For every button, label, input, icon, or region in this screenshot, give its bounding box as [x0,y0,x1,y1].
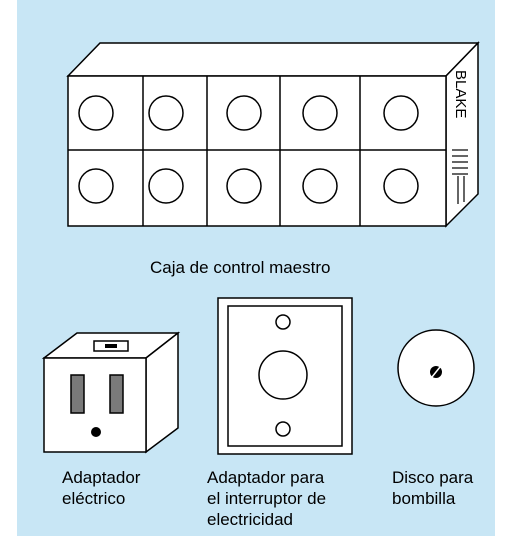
dial-circle [78,95,114,131]
outlet-adapter [41,331,181,454]
switch-adapter [217,297,353,455]
dial-circle [78,168,114,204]
screw-hole-top [275,314,291,330]
outlet-ground-hole [91,427,101,437]
control-box-front-face [67,75,447,227]
brand-label: BLAKE [452,70,469,118]
switch-adapter-caption: Adaptador para el interruptor de electri… [207,468,327,529]
bulb-disc [397,329,475,407]
bulb-disc-caption: Disco para bombilla [392,468,474,508]
dial-circle [148,95,184,131]
control-box-top-face [66,42,480,77]
outlet-prong-slot [109,374,124,414]
dial-circle [226,95,262,131]
screw-hole-bottom [275,421,291,437]
dial-circle [226,168,262,204]
side-vent-lines [452,149,468,204]
dial-circle [383,95,419,131]
dial-circle [383,168,419,204]
switch-center-hole [258,350,308,400]
outlet-prong-slot [70,374,85,414]
dial-circle [148,168,184,204]
outlet-front-face [43,357,147,453]
dial-circle [302,95,338,131]
control-box [66,41,480,228]
control-box-caption: Caja de control maestro [150,258,331,277]
dial-circle [302,168,338,204]
outlet-adapter-caption: Adaptador eléctrico [62,468,141,508]
